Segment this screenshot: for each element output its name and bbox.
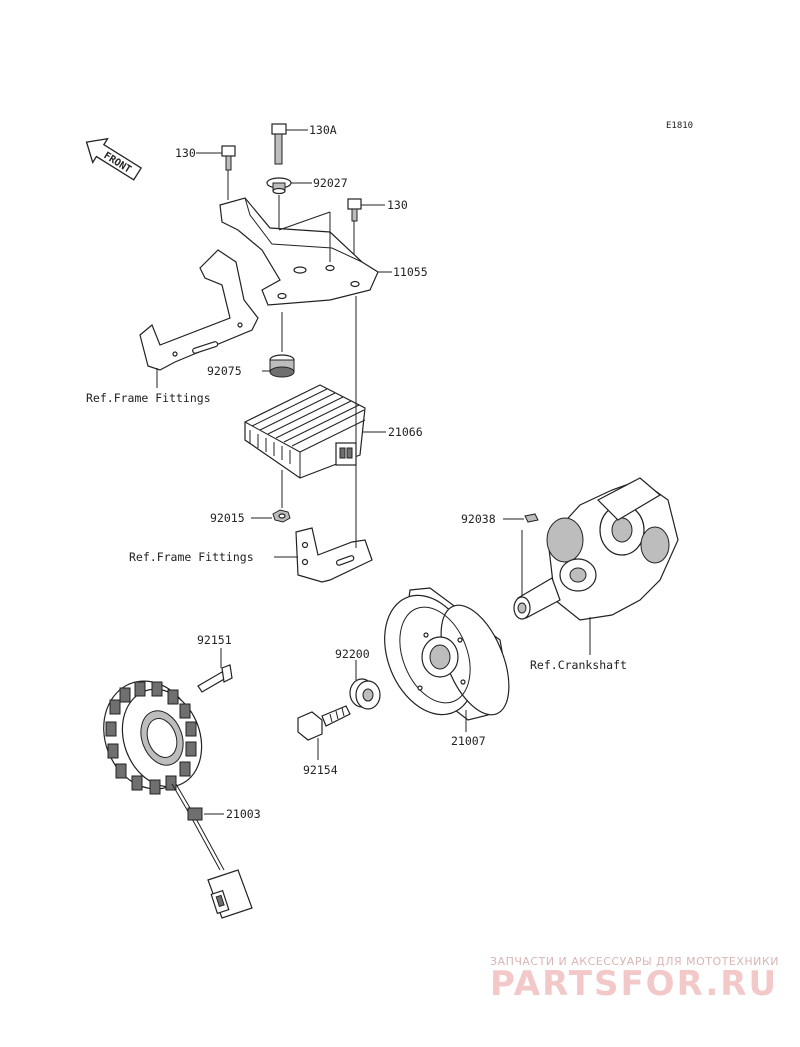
callout-92200: 92200 xyxy=(335,647,370,661)
wire-clamp xyxy=(187,807,203,821)
callout-11055: 11055 xyxy=(393,265,428,279)
bolt-130a xyxy=(271,123,287,165)
callout-130-right: 130 xyxy=(387,198,408,212)
bolt-130-right xyxy=(347,198,362,222)
nut-92015 xyxy=(272,509,291,523)
front-arrow-icon: FRONT xyxy=(85,137,143,181)
callout-92027: 92027 xyxy=(313,176,348,190)
key-92038 xyxy=(524,513,539,523)
frame-fitting-lower xyxy=(295,527,373,583)
callout-ref-frame-2: Ref.Frame Fittings xyxy=(129,550,254,564)
rotor-21007 xyxy=(384,587,510,721)
bolt-92154 xyxy=(297,705,351,741)
frame-fitting-upper xyxy=(139,249,259,371)
grommet-92075 xyxy=(269,354,295,378)
callout-92015: 92015 xyxy=(210,511,245,525)
callout-21007: 21007 xyxy=(451,734,486,748)
crankshaft xyxy=(513,477,679,621)
callout-92151: 92151 xyxy=(197,633,232,647)
callout-ref-crankshaft: Ref.Crankshaft xyxy=(530,658,627,672)
regulator-rectifier-21066 xyxy=(244,384,366,479)
callout-21003: 21003 xyxy=(226,807,261,821)
callout-130a: 130A xyxy=(309,123,337,137)
callout-92075: 92075 xyxy=(207,364,242,378)
stator-connector xyxy=(207,869,253,919)
callout-130-left: 130 xyxy=(175,146,196,160)
watermark-brand: PARTSFOR.RU xyxy=(490,964,778,1004)
callout-92154: 92154 xyxy=(303,763,338,777)
bolt-130-left xyxy=(221,145,236,171)
diagram-code: E1810 xyxy=(666,121,693,131)
bracket-11055 xyxy=(219,197,379,306)
callout-21066: 21066 xyxy=(388,425,423,439)
callout-92038: 92038 xyxy=(461,512,496,526)
collar-92027 xyxy=(266,177,292,195)
watermark-tagline: ЗАПЧАСТИ И АКСЕССУАРЫ ДЛЯ МОТОТЕХНИКИ xyxy=(490,955,779,968)
washer-92200 xyxy=(349,678,381,710)
stator-21003 xyxy=(103,680,203,795)
callout-ref-frame-1: Ref.Frame Fittings xyxy=(86,391,211,405)
bolt-92151 xyxy=(197,664,233,693)
